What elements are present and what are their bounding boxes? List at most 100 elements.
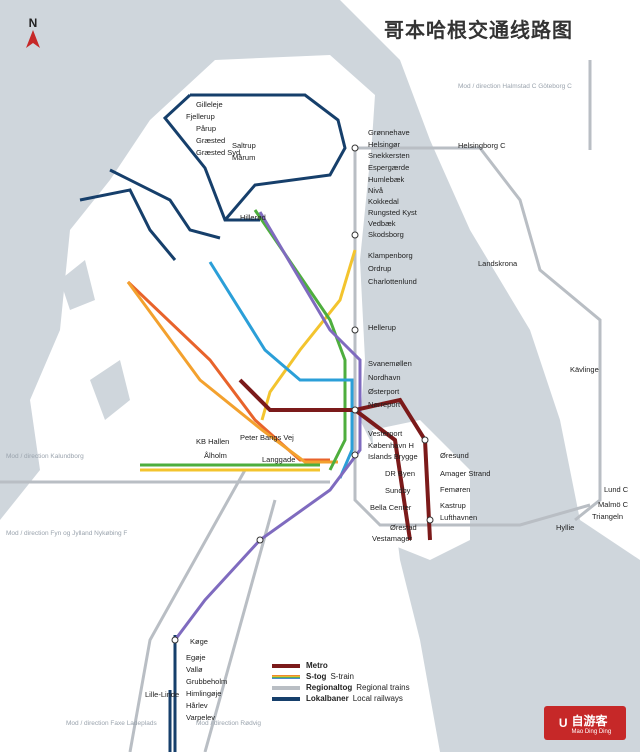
label-svanemoellen: Svanemøllen (368, 359, 412, 368)
label-nivaa: Nivå (368, 186, 384, 195)
lake-1 (90, 360, 130, 420)
brand-logo: U 自游客 Mao Ding Ding (544, 706, 626, 740)
label-hilleroed: Hillerød (240, 213, 266, 222)
direction-halmstad: Mod / direction Halmstad C Göteborg C (458, 83, 572, 90)
north-indicator: N (22, 16, 44, 53)
legend-local-swatch (272, 696, 300, 701)
legend-stog-label: S-tog (306, 672, 327, 681)
label-sundby: Sundby (385, 486, 411, 495)
label-charlottenlund: Charlottenlund (368, 277, 417, 286)
label-kastrup: Kastrup (440, 501, 466, 510)
label-koege: Køge (190, 637, 208, 646)
legend-metro-label: Metro (306, 661, 328, 670)
label-dr-byen: DR Byen (385, 469, 415, 478)
sweden-labels: Helsingborg C Landskrona Kävlinge Lund C… (458, 141, 629, 532)
label-varpelev: Varpelev (186, 713, 215, 722)
label-grubbeholm: Grubbeholm (186, 677, 227, 686)
label-saltrup: Saltrup (232, 141, 256, 150)
label-lufthavnen: Lufthavnen (440, 513, 477, 522)
label-vesterport: Vesterport (368, 429, 403, 438)
map-title: 哥本哈根交通线路图 (384, 18, 573, 42)
north-arrow-icon (26, 30, 40, 48)
label-bella-center: Bella Center (370, 503, 412, 512)
label-valloe: Vallø (186, 665, 203, 674)
label-kaevlinge: Kävlinge (570, 365, 599, 374)
direction-faxe: Mod / direction Faxe Ladeplads (66, 720, 157, 727)
direction-labels: Mod / direction Halmstad C Göteborg C Mo… (6, 83, 572, 727)
legend-stog: S-tog S-train (272, 671, 422, 682)
direction-roedvig: Mod / direction Rødvig (196, 720, 261, 727)
label-helsingoer: Helsingør (368, 140, 401, 149)
label-lille-linde: Lille-Linde (145, 690, 179, 699)
label-kokkedal: Kokkedal (368, 197, 399, 206)
logo-sub: Mao Ding Ding (571, 728, 612, 735)
label-noerreport: Nørreport (368, 400, 401, 409)
coast-labels: Grønnehave Helsingør Snekkersten Espergæ… (368, 128, 418, 543)
label-groennehave: Grønnehave (368, 128, 410, 137)
label-aalholm: Ålholm (204, 451, 227, 460)
lake-2 (60, 260, 95, 310)
label-malmoe: Malmö C (598, 500, 629, 509)
label-graested: Græsted (196, 136, 225, 145)
legend-metro: Metro (272, 660, 422, 671)
label-skodsborg: Skodsborg (368, 230, 404, 239)
label-oeresund: Øresund (440, 451, 469, 460)
label-hyllie: Hyllie (556, 523, 574, 532)
label-amager-strand: Amager Strand (440, 469, 490, 478)
local-lines (79, 93, 347, 752)
legend-regional: Regionaltog Regional trains (272, 682, 422, 693)
label-espergaerde: Espergærde (368, 163, 409, 172)
label-islands-brygge: Islands Brygge (368, 452, 418, 461)
label-egoeje: Egøje (186, 653, 206, 662)
metro-labels: Øresund Amager Strand Femøren Kastrup Lu… (440, 451, 490, 522)
label-oerestad: Ørestad (390, 523, 417, 532)
legend-stog-en: S-train (330, 672, 354, 681)
label-lund: Lund C (604, 485, 629, 494)
label-vedbaek: Vedbæk (368, 219, 396, 228)
label-maarum: Mårum (232, 153, 255, 162)
label-vestamager: Vestamager (372, 534, 413, 543)
legend-local-label: Lokalbaner (306, 694, 349, 703)
station-dots (171, 144, 434, 644)
direction-kalundborg: Mod / direction Kalundborg (6, 453, 84, 460)
legend-local: Lokalbaner Local railways (272, 693, 422, 704)
label-landskrona: Landskrona (478, 259, 518, 268)
metro-lines (238, 378, 432, 541)
label-gilleleje: Gilleleje (196, 100, 223, 109)
label-oesterport: Østerport (368, 387, 400, 396)
label-kb-hallen: KB Hallen (196, 437, 229, 446)
label-graested-syd: Græsted Syd (196, 148, 240, 157)
logo-mark: U (558, 716, 568, 730)
regional-lines (0, 60, 602, 752)
legend-metro-swatch (272, 663, 300, 668)
sweden-land (340, 0, 640, 560)
west-labels: Gilleleje Fjellerup Pårup Græsted Græste… (186, 100, 266, 222)
label-helsingborg: Helsingborg C (458, 141, 506, 150)
label-triangeln: Triangeln (592, 512, 623, 521)
legend-regional-swatch (272, 685, 300, 690)
logo-text: 自游客 Mao Ding Ding (571, 712, 611, 735)
logo-name: 自游客 (571, 713, 608, 728)
label-peter-bangs-vej: Peter Bangs Vej (240, 433, 294, 442)
label-humlebaek: Humlebæk (368, 175, 405, 184)
north-label: N (28, 16, 38, 30)
label-snekkersten: Snekkersten (368, 151, 410, 160)
legend-regional-en: Regional trains (356, 683, 410, 692)
label-rungsted: Rungsted Kyst (368, 208, 418, 217)
label-paarup: Pårup (196, 124, 216, 133)
label-himlingoeje: Himlingøje (186, 689, 221, 698)
zealand-land (0, 55, 440, 752)
label-klampenborg: Klampenborg (368, 251, 413, 260)
label-ordrup: Ordrup (368, 264, 391, 273)
label-femoeren: Femøren (440, 485, 470, 494)
label-hellerup: Hellerup (368, 323, 396, 332)
south-labels: Egøje Vallø Grubbeholm Himlingøje Hårlev… (145, 637, 227, 722)
direction-fyn: Mod / direction Fyn og Jylland Nykøbing … (6, 530, 127, 537)
legend-stog-swatch (272, 674, 300, 679)
label-nordhavn: Nordhavn (368, 373, 401, 382)
legend-local-en: Local railways (352, 694, 403, 703)
s-train-lines (126, 209, 362, 641)
label-koebenhavn-h: København H (368, 441, 414, 450)
label-haarlev: Hårlev (186, 701, 208, 710)
